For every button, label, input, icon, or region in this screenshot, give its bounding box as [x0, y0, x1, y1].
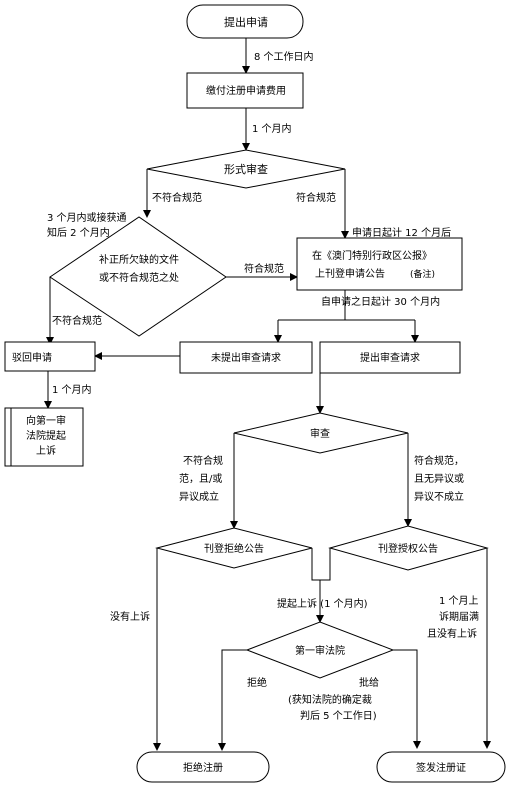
svg-text:形式审查: 形式审查 — [224, 162, 268, 176]
node-formal-review: 形式审查 — [146, 149, 346, 189]
svg-text:且无异议或: 且无异议或 — [414, 473, 464, 485]
svg-text:不符合规范: 不符合规范 — [52, 314, 102, 327]
svg-text:缴付注册申请费用: 缴付注册申请费用 — [206, 84, 286, 97]
svg-text:未提出审查请求: 未提出审查请求 — [211, 351, 281, 364]
node-issue-certificate: 签发注册证 — [376, 751, 506, 783]
svg-text:诉期届满: 诉期届满 — [439, 610, 479, 623]
node-submit: 提出申请 — [186, 4, 304, 39]
svg-text:没有上诉: 没有上诉 — [110, 610, 150, 623]
svg-text:上刊登申请公告: 上刊登申请公告 — [315, 267, 385, 280]
edge-labels: 8 个工作日内 1 个月内 不符合规范 符合规范 3 个月内或接获通 知后 2 … — [47, 50, 479, 722]
node-exam-request: 提出审查请求 — [319, 341, 461, 374]
svg-text:且没有上诉: 且没有上诉 — [427, 627, 477, 640]
svg-text:向第一审: 向第一审 — [26, 414, 66, 427]
svg-text:刊登拒绝公告: 刊登拒绝公告 — [204, 542, 264, 555]
svg-text:符合规范，: 符合规范， — [414, 454, 464, 467]
node-appeal-court: 向第一审 法院提起 上诉 — [4, 407, 84, 467]
svg-text:补正所欠缺的文件: 补正所欠缺的文件 — [99, 253, 179, 266]
svg-text:提出申请: 提出申请 — [224, 15, 268, 29]
svg-text:异议成立: 异议成立 — [179, 490, 219, 503]
svg-text:(获知法院的确定裁: (获知法院的确定裁 — [288, 693, 372, 706]
svg-text:范，且/或: 范，且/或 — [179, 472, 222, 485]
svg-text:(备注): (备注) — [410, 268, 435, 280]
svg-text:驳回申请: 驳回申请 — [12, 351, 52, 364]
svg-text:提起上诉 (1 个月内): 提起上诉 (1 个月内) — [277, 597, 368, 610]
svg-text:签发注册证: 签发注册证 — [416, 761, 466, 774]
svg-text:不符合规: 不符合规 — [183, 454, 223, 467]
svg-text:异议不成立: 异议不成立 — [414, 490, 464, 503]
svg-text:或不符合规范之处: 或不符合规范之处 — [99, 271, 179, 284]
svg-text:第一审法院: 第一审法院 — [295, 644, 345, 657]
svg-text:1 个月上: 1 个月上 — [439, 595, 479, 607]
svg-text:提出审查请求: 提出审查请求 — [360, 351, 420, 364]
svg-text:8 个工作日内: 8 个工作日内 — [254, 50, 314, 63]
svg-text:1 个月内: 1 个月内 — [52, 383, 92, 396]
svg-text:符合规范: 符合规范 — [296, 191, 336, 204]
svg-text:3 个月内或接获通: 3 个月内或接获通 — [47, 211, 127, 224]
svg-text:刊登授权公告: 刊登授权公告 — [378, 542, 438, 555]
svg-text:申请日起计 12 个月后: 申请日起计 12 个月后 — [352, 226, 451, 239]
svg-text:符合规范: 符合规范 — [244, 262, 284, 275]
node-first-instance-court: 第一审法院 — [245, 621, 395, 679]
node-publish-refusal: 刊登拒绝公告 — [155, 527, 313, 569]
svg-text:知后 2 个月内: 知后 2 个月内 — [47, 226, 110, 239]
svg-text:在《澳门特别行政区公报》: 在《澳门特别行政区公报》 — [312, 249, 432, 262]
node-publish-grant: 刊登授权公告 — [328, 525, 489, 571]
svg-text:自申请之日起计 30 个月内: 自申请之日起计 30 个月内 — [321, 295, 440, 308]
node-examination: 审查 — [233, 412, 409, 454]
svg-text:判后 5 个工作日): 判后 5 个工作日) — [300, 710, 377, 722]
svg-text:法院提起: 法院提起 — [26, 429, 66, 442]
node-publish-application: 在《澳门特别行政区公报》 上刊登申请公告 (备注) — [296, 237, 463, 291]
svg-text:批给: 批给 — [359, 676, 379, 689]
svg-text:拒绝: 拒绝 — [247, 676, 267, 689]
node-rectify: 补正所欠缺的文件 或不符合规范之处 — [49, 216, 227, 337]
svg-text:审查: 审查 — [310, 427, 330, 440]
node-reject-application: 驳回申请 — [4, 341, 96, 372]
node-pay-fee: 缴付注册申请费用 — [186, 72, 304, 109]
svg-text:上诉: 上诉 — [36, 444, 56, 457]
svg-text:不符合规范: 不符合规范 — [152, 191, 202, 204]
node-no-exam-request: 未提出审查请求 — [179, 341, 313, 374]
svg-text:拒绝注册: 拒绝注册 — [183, 761, 223, 774]
svg-text:1 个月内: 1 个月内 — [252, 122, 292, 135]
node-refuse-registration: 拒绝注册 — [136, 751, 270, 783]
